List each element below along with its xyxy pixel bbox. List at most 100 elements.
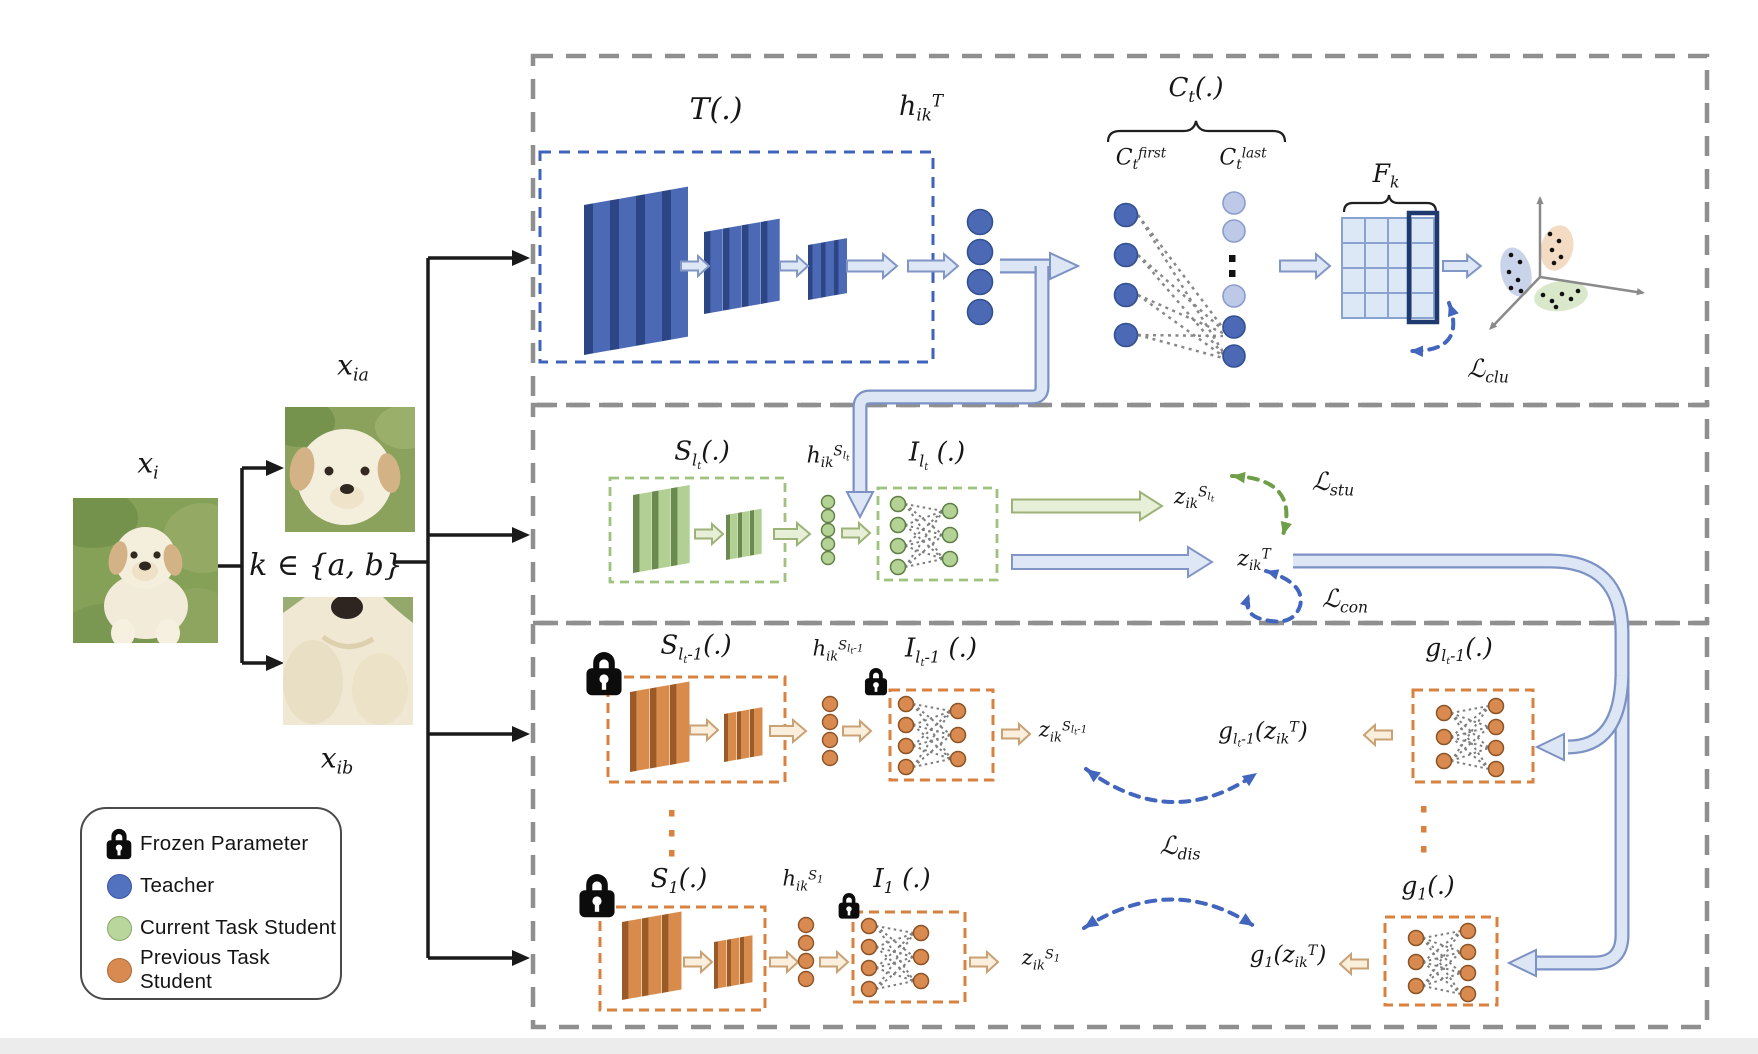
input-image-augmented-a [285, 407, 415, 532]
label-first-embedding: hikS1 [782, 866, 824, 895]
label-teacher-embedding: hikT [898, 90, 944, 125]
label-prev-adapter: glt-1(.) [1425, 632, 1493, 668]
prev-embedding-nodes [821, 695, 839, 767]
teacher-section-box [530, 53, 1710, 408]
classifier-first-nodes [1113, 202, 1139, 348]
teacher-conv-stack-3 [808, 238, 847, 300]
current-embedding-nodes [820, 494, 836, 566]
prev-projector-mlp [897, 695, 967, 776]
label-prev-encoder: Slt-1(.) [660, 630, 732, 666]
current-conv-stack-1 [633, 484, 690, 573]
label-classifier-first: Ctfirst [1115, 145, 1167, 174]
label-loss-stu: ℒstu [1311, 467, 1355, 500]
label-prev-output: zikSlt-1 [1038, 717, 1088, 746]
prev-adapter-box [1411, 688, 1535, 784]
label-augmentation-set: k ∈ {a, b} [249, 548, 403, 583]
classifier-last-nodes-inactive [1222, 191, 1246, 308]
ellipsis-dots-icon [1229, 255, 1236, 262]
label-prev-projector: Ilt-1 (.) [905, 633, 977, 669]
label-input-original: xi [137, 446, 159, 484]
teacher-encoder-box [538, 150, 935, 364]
legend-item-frozen: Frozen Parameter [98, 823, 340, 865]
label-prev-adapted-teacher: glt-1(zikT) [1218, 718, 1308, 750]
legend-label: Teacher [140, 874, 215, 897]
pipe-arrowhead-left-icon [1534, 732, 1565, 762]
pipe-arrowhead-down-icon [845, 491, 875, 520]
current-projector-mlp [889, 495, 959, 576]
prev-conv-stack-1 [630, 681, 690, 772]
label-teacher-encoder: T(.) [689, 92, 743, 127]
pipe-arrowhead-left-icon [1506, 948, 1537, 978]
teacher-output-pipe [1293, 553, 1630, 978]
previous-student-circle-icon [98, 957, 140, 983]
classifier-last-nodes-active [1222, 315, 1246, 368]
label-feature-matrix: Fk [1372, 159, 1400, 192]
label-loss-dis: ℒdis [1159, 831, 1201, 864]
label-first-adapted-teacher: g1(zikT) [1249, 941, 1327, 971]
current-conv-stack-2 [726, 508, 762, 560]
label-teacher-output: zikT [1237, 546, 1271, 575]
label-first-output: zikS1 [1021, 945, 1061, 974]
dis-loss-arc-upper [1084, 767, 1259, 804]
first-adapter-box [1383, 915, 1499, 1007]
label-current-projector: Ilt (.) [908, 437, 966, 473]
label-current-embedding: hikSlt [806, 443, 850, 472]
classifier-fan-lines [1136, 214, 1225, 360]
loss-arcs [1080, 301, 1459, 934]
cluster-points [1506, 231, 1581, 310]
lock-icon [864, 668, 888, 696]
feature-matrix-brace [1342, 194, 1438, 213]
label-input-augmented-b: xib [320, 741, 354, 779]
legend: Frozen Parameter Teacher Current Task St… [80, 807, 342, 1000]
teacher-embedding-nodes [966, 208, 994, 326]
teacher-circle-icon [98, 873, 140, 899]
vertical-ellipsis-icon [669, 806, 1427, 857]
classifier-brace [1106, 120, 1287, 143]
page-bottom-strip [0, 1038, 1758, 1054]
cluster-blob-orange [1540, 225, 1574, 271]
first-adapter-mlp [1407, 922, 1477, 1003]
cluster-plot [1486, 196, 1646, 333]
prev-adapter-mlp [1435, 697, 1505, 778]
feature-matrix [1341, 210, 1440, 325]
input-image-augmented-b [283, 597, 413, 725]
label-loss-clu: ℒclu [1467, 354, 1509, 387]
prev-conv-stack-2 [724, 707, 763, 762]
lock-icon [838, 893, 860, 919]
legend-label: Current Task Student [140, 916, 337, 939]
first-conv-stack-2 [714, 935, 753, 989]
current-student-circle-icon [98, 915, 140, 941]
first-projector-mlp [860, 917, 930, 998]
stu-loss-arc [1230, 474, 1289, 537]
pipe-arrowhead-right-icon [1049, 251, 1081, 281]
input-image-original [73, 498, 218, 643]
input-routing [218, 250, 530, 966]
previous-students-section-box [530, 620, 1710, 1030]
label-loss-con: ℒcon [1321, 584, 1369, 617]
legend-item-teacher: Teacher [98, 865, 340, 907]
teacher-conv-stack-1 [584, 186, 688, 355]
prev-projector-box [888, 688, 995, 782]
first-embedding-nodes [797, 916, 815, 988]
teacher-conv-stack-2 [704, 218, 780, 314]
lock-icon [586, 652, 622, 696]
ellipsis-dots-icon [1229, 270, 1236, 277]
legend-item-previous-student: Previous Task Student [98, 946, 340, 993]
label-first-projector: I1 (.) [873, 864, 931, 897]
first-conv-stack-1 [622, 911, 682, 1000]
first-projector-box [851, 910, 967, 1004]
current-student-section-box [530, 402, 1710, 626]
lock-icon [579, 874, 615, 918]
current-projector-box [876, 486, 999, 582]
label-current-encoder: Slt(.) [674, 436, 730, 472]
label-classifier: Ct(.) [1168, 73, 1224, 106]
label-prev-embedding: hikSlt-1 [812, 636, 864, 665]
first-encoder-box [598, 905, 767, 1012]
legend-label: Previous Task Student [140, 946, 270, 993]
teacher-embedding-pipe [845, 251, 1081, 520]
label-input-augmented-a: xia [337, 348, 369, 386]
label-first-encoder: S1(.) [650, 864, 708, 897]
con-loss-arc [1245, 569, 1303, 624]
